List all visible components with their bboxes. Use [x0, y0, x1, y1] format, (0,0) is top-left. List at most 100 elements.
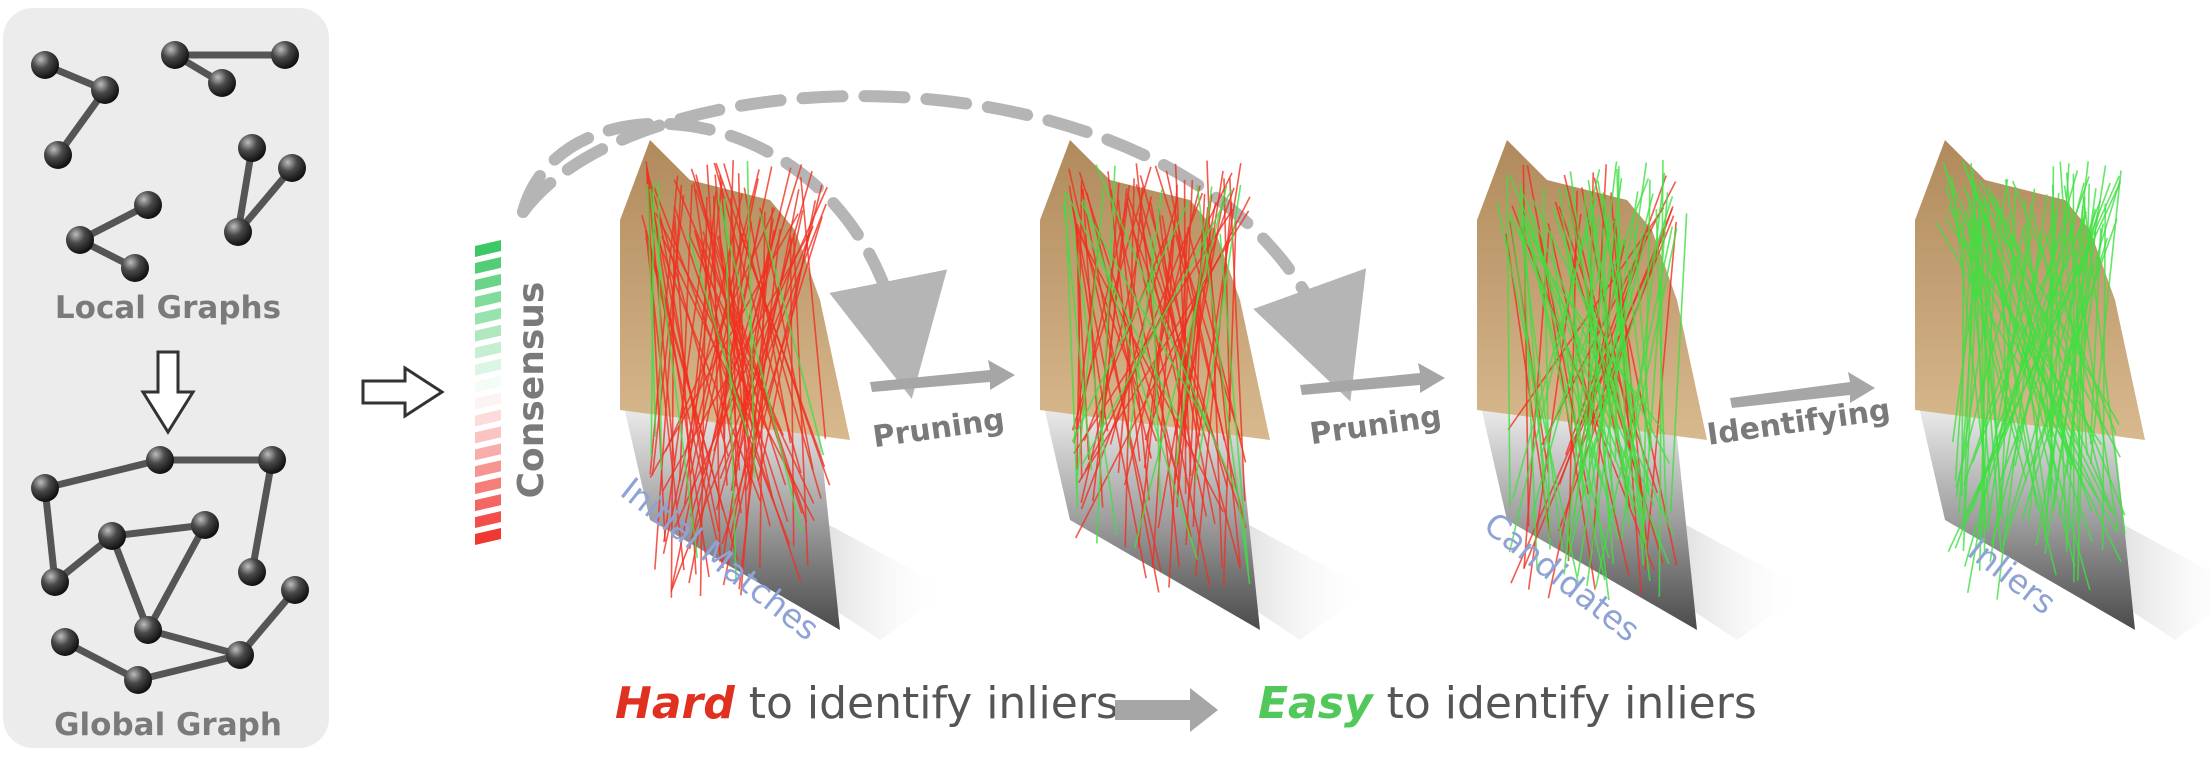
- consensus-segment: [475, 324, 501, 342]
- match-line: [1205, 226, 1242, 566]
- match-line: [1996, 194, 2048, 600]
- match-line: [1187, 163, 1242, 502]
- match-line: [1076, 223, 1158, 442]
- match-line: [2072, 173, 2075, 583]
- match-line: [695, 233, 789, 522]
- match-line: [2059, 161, 2083, 481]
- match-line: [1520, 197, 1548, 526]
- match-line: [1997, 208, 2074, 467]
- match-line: [1961, 217, 1965, 497]
- match-line: [1945, 184, 2028, 482]
- match-line: [1228, 177, 1246, 502]
- match-line: [1962, 185, 1977, 524]
- match-line: [1962, 184, 2094, 543]
- match-line: [686, 231, 749, 438]
- stage-card-initial-matches: [620, 140, 950, 640]
- match-line: [1981, 203, 2076, 567]
- global-graph-nodes: [31, 446, 309, 694]
- consensus-segment: [475, 528, 501, 545]
- match-line: [1947, 181, 2122, 552]
- match-line: [1970, 162, 2002, 552]
- match-line: [670, 225, 814, 592]
- match-line: [1064, 191, 1079, 509]
- match-line: [1133, 185, 1228, 548]
- match-line: [1095, 164, 1238, 493]
- stage-card-inliers: [1915, 140, 2210, 640]
- match-line: [693, 182, 742, 514]
- match-line: [2004, 179, 2055, 464]
- step-arrow-pruning-1: Pruning: [870, 360, 1015, 455]
- match-line: [1530, 220, 1615, 519]
- stage-card-pruned: [1040, 140, 1370, 640]
- match-line: [702, 231, 787, 486]
- match-line: [641, 215, 724, 511]
- easy-suffix: to identify inliers: [1373, 678, 1757, 729]
- consensus-segment: [475, 256, 501, 274]
- match-line: [2051, 184, 2068, 552]
- match-line: [1602, 227, 1613, 495]
- match-line: [1568, 239, 1624, 541]
- match-line: [1075, 187, 1105, 489]
- match-line: [1126, 203, 1211, 588]
- match-line: [1512, 197, 1598, 499]
- down-arrow-icon: [140, 350, 196, 435]
- match-line: [1971, 176, 2090, 513]
- match-line: [713, 164, 803, 452]
- match-line: [759, 212, 825, 456]
- match-line: [1642, 179, 1651, 549]
- match-line: [1206, 160, 1223, 568]
- match-line: [1586, 162, 1648, 587]
- match-line: [1196, 184, 1251, 585]
- consensus-segment: [475, 240, 501, 257]
- consensus-segment: [475, 460, 501, 478]
- match-line: [799, 177, 827, 439]
- match-line: [1150, 235, 1162, 502]
- match-line: [1971, 223, 2067, 464]
- consensus-bar: [475, 240, 501, 545]
- hard-word: Hard: [615, 678, 735, 729]
- match-line: [1517, 206, 1564, 551]
- match-line: [657, 182, 663, 471]
- match-line: [663, 238, 706, 543]
- consensus-segment: [475, 307, 501, 325]
- match-line: [1151, 184, 1178, 568]
- match-line: [653, 186, 791, 546]
- match-line: [1506, 175, 1511, 507]
- consensus-segment: [475, 443, 501, 461]
- match-line: [1073, 197, 1129, 444]
- graph-panel: Local Graphs Global Graph: [3, 8, 329, 748]
- consensus-segment: [475, 409, 501, 427]
- match-line: [1509, 212, 1550, 504]
- match-line: [2032, 179, 2122, 470]
- match-line: [1588, 196, 1674, 459]
- match-line: [1955, 224, 2027, 488]
- match-line: [1633, 229, 1653, 449]
- match-line: [746, 161, 756, 478]
- match-line: [1223, 178, 1231, 422]
- consensus-segment: [475, 494, 501, 512]
- consensus-segment: [475, 511, 501, 529]
- match-line: [695, 174, 774, 500]
- match-line: [695, 189, 803, 514]
- match-line: [1568, 220, 1584, 497]
- step-label-pruning-2: Pruning: [1308, 399, 1444, 452]
- consensus-segment: [475, 341, 501, 359]
- match-line: [719, 203, 827, 480]
- match-line: [646, 184, 657, 437]
- match-line: [2043, 161, 2090, 532]
- match-line: [2014, 212, 2070, 467]
- match-line: [1961, 160, 2093, 513]
- match-line: [1071, 201, 1190, 443]
- right-arrow-icon: [361, 365, 445, 419]
- match-line: [713, 162, 802, 474]
- consensus-segment: [475, 392, 501, 410]
- match-line: [2065, 172, 2088, 456]
- consensus-segment: [475, 426, 501, 444]
- easy-word: Easy: [1258, 678, 1375, 729]
- step-label-pruning-1: Pruning: [871, 402, 1007, 455]
- match-line: [654, 212, 815, 522]
- match-line: [1585, 231, 1615, 565]
- dashed-connections: [517, 90, 1366, 402]
- match-line: [652, 227, 761, 502]
